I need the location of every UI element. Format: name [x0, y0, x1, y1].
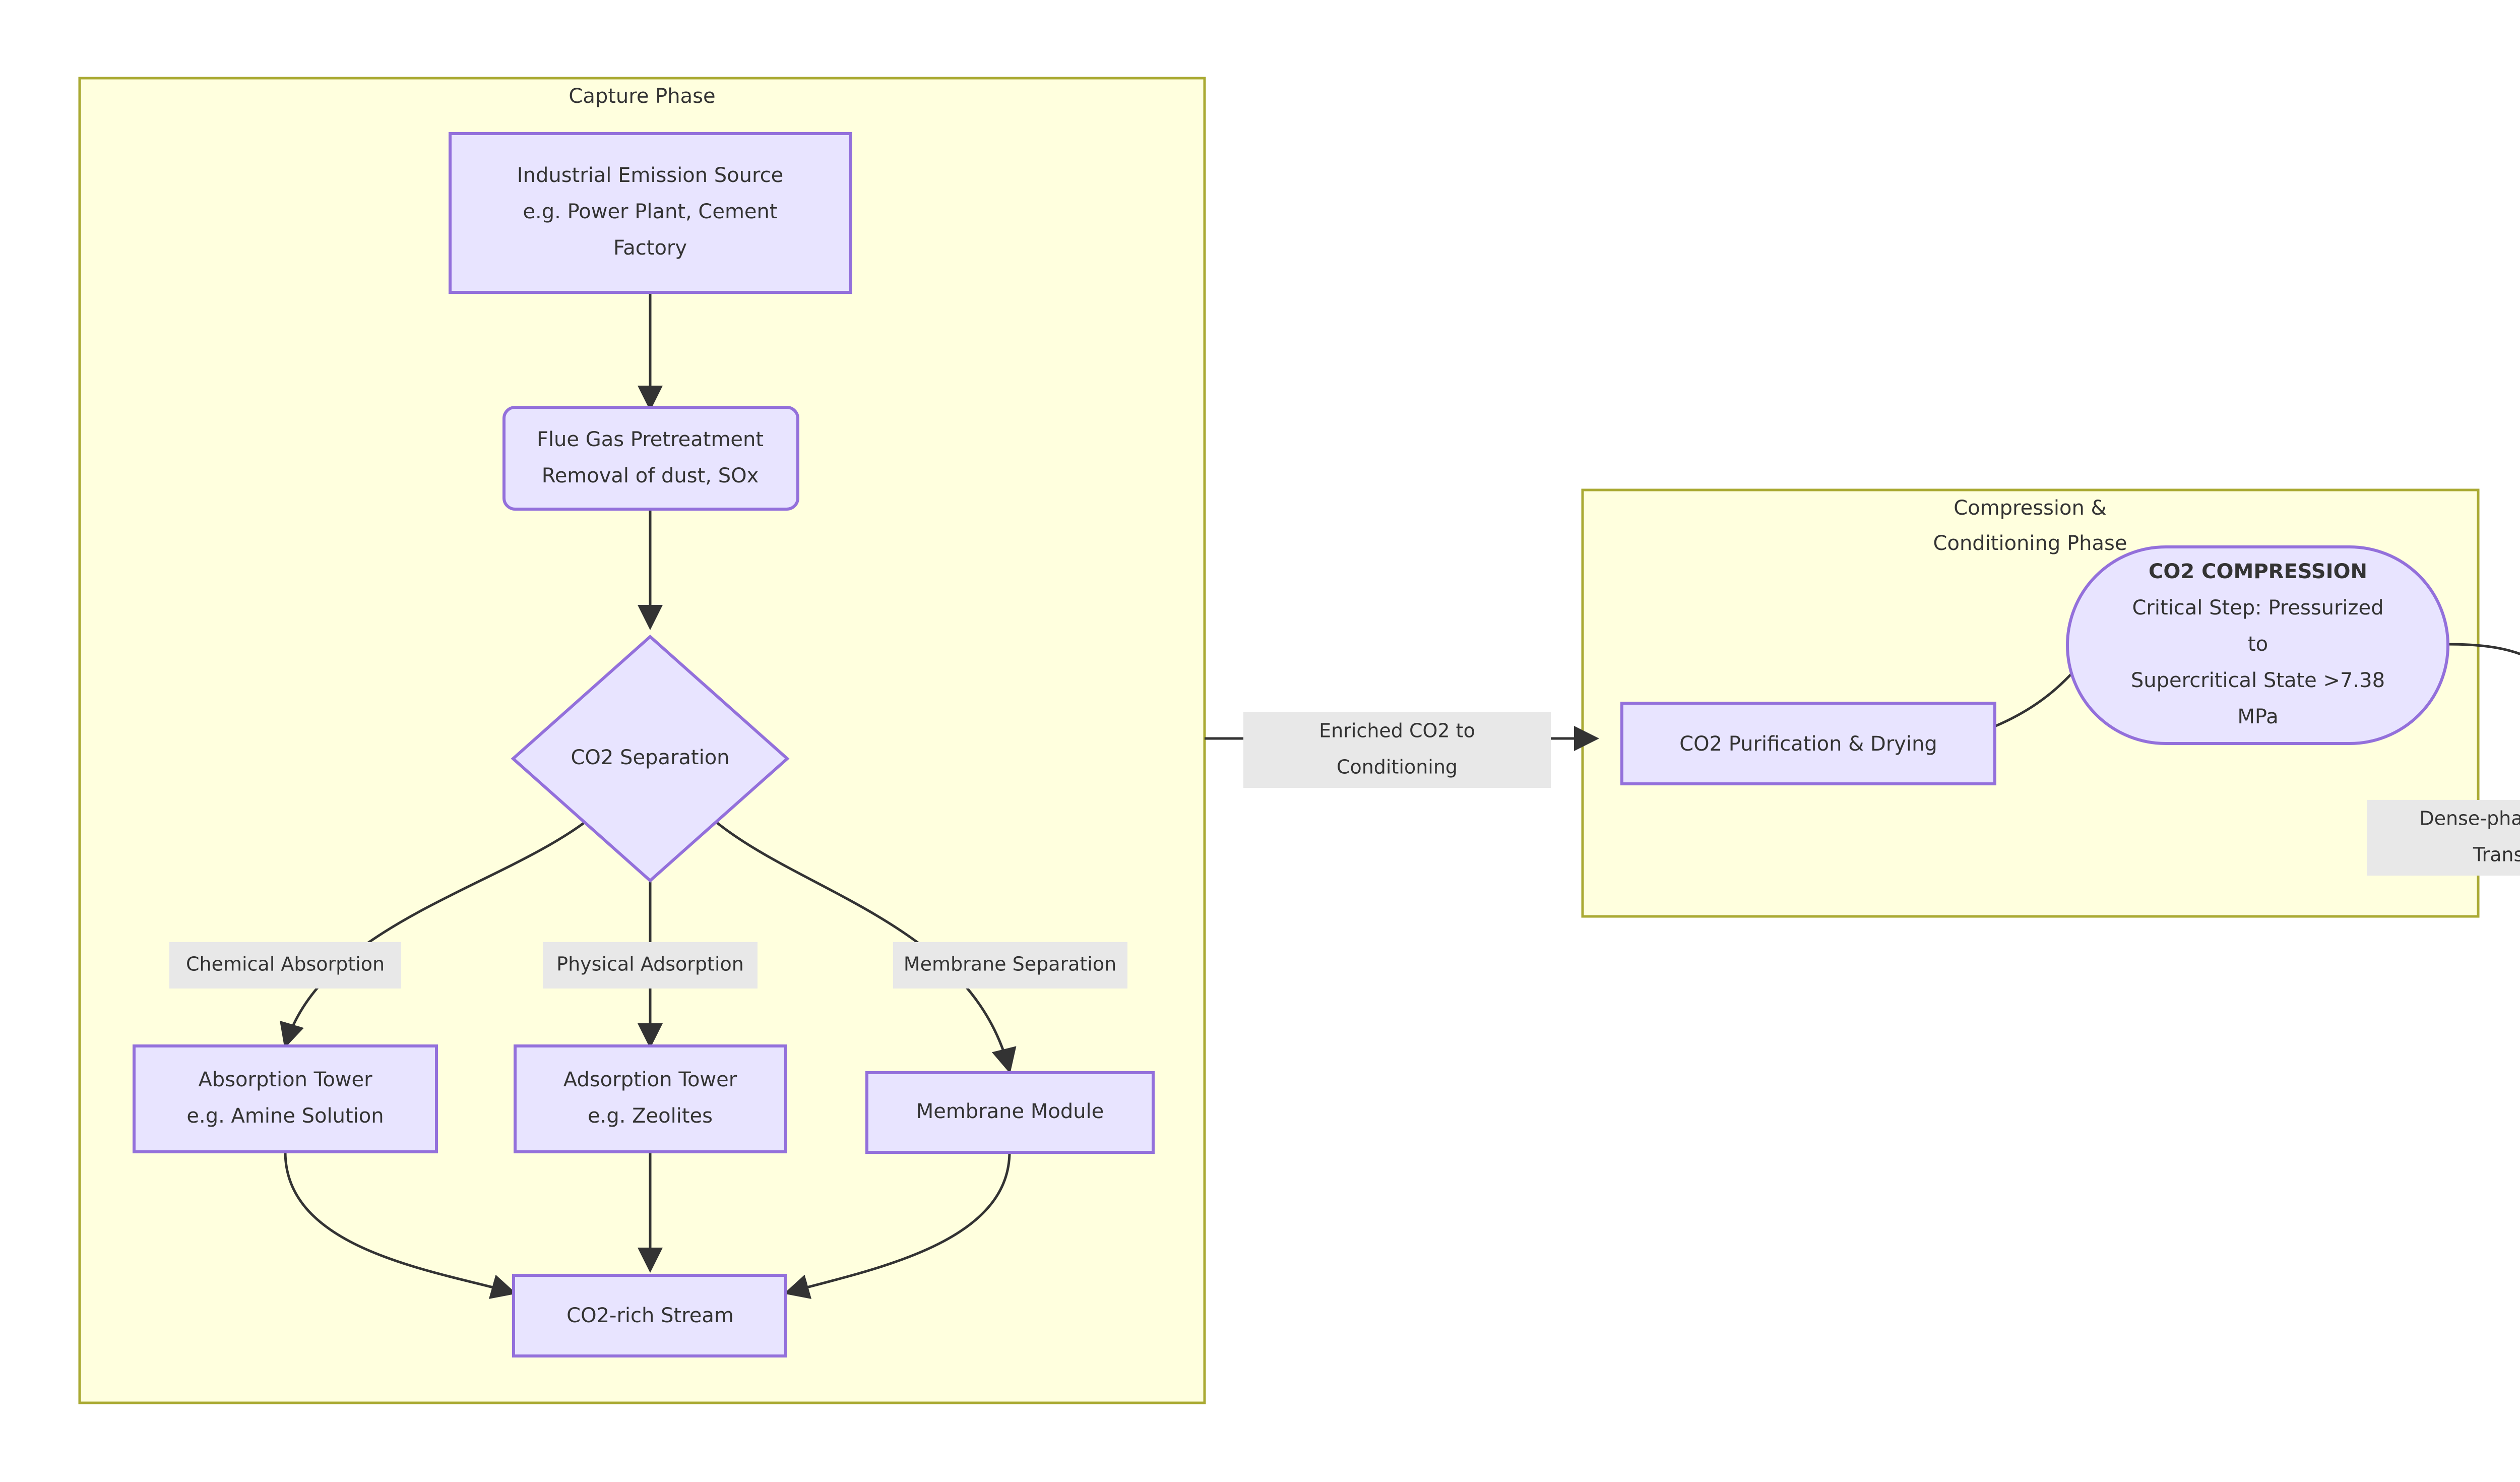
- edge-membrane-module-to-stream: [784, 1151, 1011, 1299]
- node-co2-compression-shape[interactable]: [2066, 545, 2449, 745]
- edge-label-chemical-absorption: Chemical Absorption: [169, 942, 401, 989]
- node-industrial-emission-source-line3: Factory: [613, 236, 687, 260]
- node-co2-rich-stream[interactable]: CO2-rich Stream: [512, 1274, 787, 1357]
- node-co2-compression[interactable]: CO2 COMPRESSION Critical Step: Pressuriz…: [2066, 545, 2449, 745]
- node-co2-separation-label: CO2 Separation: [571, 746, 729, 769]
- node-co2-rich-stream-label: CO2-rich Stream: [566, 1304, 734, 1327]
- node-membrane-module[interactable]: Membrane Module: [865, 1071, 1155, 1154]
- node-co2-compression-line2: Critical Step: Pressurized: [2132, 596, 2383, 620]
- node-flue-gas-pretreatment[interactable]: Flue Gas Pretreatment Removal of dust, S…: [502, 406, 799, 511]
- node-industrial-emission-source-line1: Industrial Emission Source: [517, 164, 783, 187]
- node-co2-compression-line5: MPa: [2237, 705, 2278, 728]
- edge-compression-to-transport-fate: [2446, 643, 2520, 655]
- edge-label-membrane-separation-bg: [893, 942, 1127, 989]
- edge-label-dense-phase-co2-line1: Dense-phase CO2 to: [2419, 808, 2520, 830]
- node-co2-purification-drying-label: CO2 Purification & Drying: [1679, 732, 1937, 756]
- node-co2-compression-line4: Supercritical State >7.38: [2131, 669, 2385, 692]
- edge-label-membrane-separation-text: Membrane Separation: [904, 953, 1116, 975]
- edge-label-dense-phase-co2: Dense-phase CO2 to Transport: [2367, 800, 2520, 876]
- node-adsorption-tower-line2: e.g. Zeolites: [588, 1104, 713, 1128]
- edge-label-chemical-absorption-bg: [169, 942, 401, 989]
- node-absorption-tower[interactable]: Absorption Tower e.g. Amine Solution: [133, 1044, 438, 1153]
- node-industrial-emission-source-box[interactable]: [449, 132, 852, 294]
- edge-label-membrane-separation: Membrane Separation: [893, 942, 1127, 989]
- node-absorption-tower-box[interactable]: [133, 1044, 438, 1153]
- node-co2-compression-line3: to: [2248, 633, 2268, 656]
- node-industrial-emission-source-line2: e.g. Power Plant, Cement: [523, 200, 777, 223]
- edge-label-enriched-co2-bg: [1243, 712, 1551, 788]
- edge-label-physical-adsorption-text: Physical Adsorption: [556, 953, 744, 975]
- node-co2-separation[interactable]: CO2 Separation: [511, 634, 790, 883]
- node-co2-rich-stream-box[interactable]: [512, 1274, 787, 1357]
- edge-label-physical-adsorption: Physical Adsorption: [543, 942, 758, 989]
- cluster-capture-phase-title: Capture Phase: [569, 85, 715, 108]
- node-co2-purification-drying[interactable]: CO2 Purification & Drying: [1620, 702, 1996, 785]
- node-absorption-tower-line1: Absorption Tower: [198, 1068, 372, 1091]
- node-co2-compression-title: CO2 COMPRESSION: [2149, 560, 2367, 583]
- edge-label-dense-phase-co2-line2: Transport: [2473, 844, 2520, 866]
- node-adsorption-tower-box[interactable]: [514, 1044, 787, 1153]
- node-adsorption-tower[interactable]: Adsorption Tower e.g. Zeolites: [514, 1044, 787, 1153]
- node-membrane-module-box[interactable]: [865, 1071, 1155, 1154]
- node-co2-separation-diamond[interactable]: [511, 634, 790, 883]
- cluster-compression-phase-title-line2: Conditioning Phase: [1933, 532, 2127, 555]
- node-flue-gas-pretreatment-box[interactable]: [502, 406, 799, 511]
- edge-label-dense-phase-co2-bg: [2367, 800, 2520, 876]
- edge-label-enriched-co2-line2: Conditioning: [1337, 756, 1458, 778]
- edge-label-enriched-co2-line1: Enriched CO2 to: [1319, 720, 1475, 742]
- edge-label-chemical-absorption-text: Chemical Absorption: [186, 953, 385, 975]
- node-adsorption-tower-line1: Adsorption Tower: [563, 1068, 737, 1091]
- node-flue-gas-pretreatment-line2: Removal of dust, SOx: [542, 464, 759, 487]
- node-absorption-tower-line2: e.g. Amine Solution: [186, 1104, 384, 1128]
- edge-separation-to-membrane-module: [709, 816, 1017, 1074]
- node-industrial-emission-source[interactable]: Industrial Emission Source e.g. Power Pl…: [449, 132, 852, 294]
- node-co2-purification-drying-box[interactable]: [1620, 702, 1996, 785]
- edge-label-physical-adsorption-bg: [543, 942, 758, 989]
- edge-separation-to-absorption-tower: [280, 816, 593, 1048]
- cluster-compression-phase-title-line1: Compression &: [1954, 497, 2106, 520]
- edge-label-enriched-co2: Enriched CO2 to Conditioning: [1243, 712, 1551, 788]
- edge-absorption-tower-to-stream: [284, 1151, 517, 1299]
- node-membrane-module-label: Membrane Module: [916, 1100, 1104, 1123]
- node-flue-gas-pretreatment-line1: Flue Gas Pretreatment: [537, 428, 764, 451]
